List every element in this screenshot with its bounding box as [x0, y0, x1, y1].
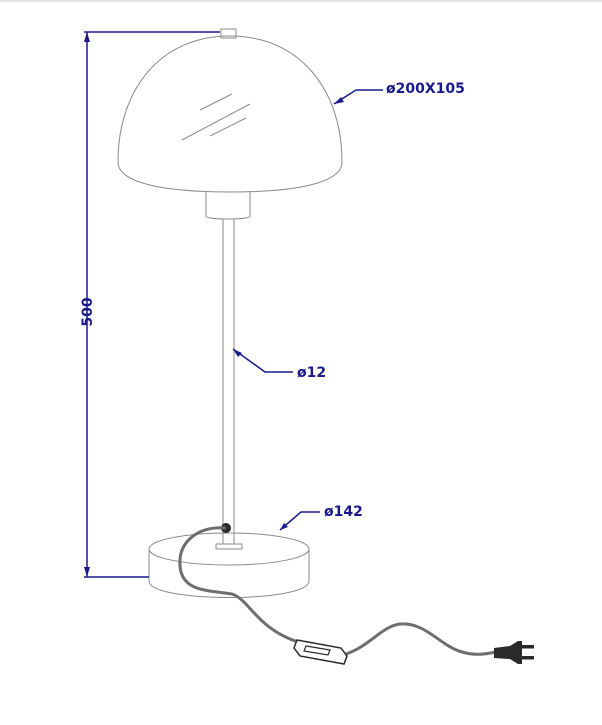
base-diameter-label: ø142 [324, 504, 363, 520]
stem-diameter-label: ø12 [297, 365, 326, 381]
base-leader [279, 511, 320, 531]
plug-body [494, 641, 522, 664]
stem-leader [232, 348, 293, 373]
lamp-base-side [148, 549, 310, 598]
top-edge-shadow [0, 0, 602, 3]
shade-leader-arrow [334, 97, 344, 104]
shade-reflection [209, 117, 247, 137]
height-arrow-bottom [84, 567, 90, 577]
power-cable [178, 526, 299, 644]
plug-pin [522, 645, 534, 649]
power-cable [345, 622, 497, 656]
inline-switch [293, 639, 348, 665]
plug-pin [522, 656, 534, 660]
shade-diameter-label: ø200X105 [386, 81, 465, 97]
stem-foot [215, 543, 243, 550]
shade-reflection [199, 93, 233, 111]
lamp-socket [205, 192, 251, 220]
shade-finial [220, 28, 237, 39]
stem-leader-arrow [233, 349, 242, 357]
height-arrow-top [84, 32, 90, 42]
height-label: 500 [80, 297, 96, 326]
switch-rocker [303, 645, 331, 656]
lamp-shade [117, 35, 343, 193]
base-leader-arrow [280, 523, 288, 530]
shade-reflection [181, 103, 251, 141]
